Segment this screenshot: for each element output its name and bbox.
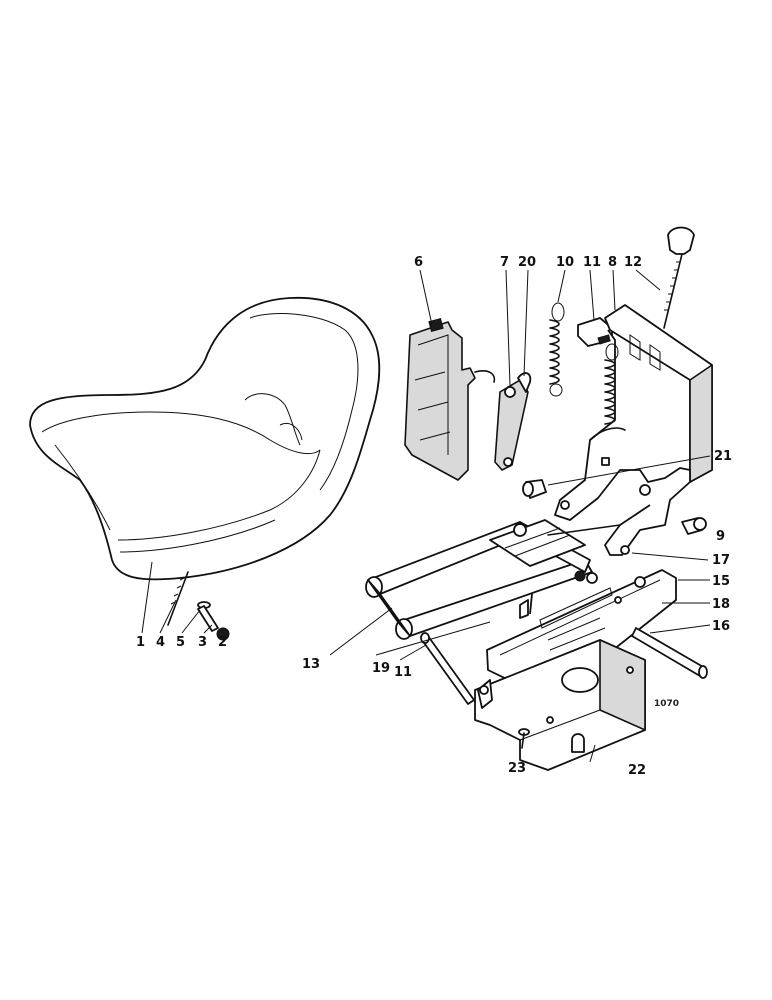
callout-5: 5 bbox=[176, 635, 185, 650]
spring-inner bbox=[604, 343, 619, 425]
callout-11-lower: 11 bbox=[394, 665, 412, 680]
screw-23 bbox=[518, 728, 530, 749]
callout-9: 9 bbox=[716, 529, 725, 544]
bolt-9 bbox=[681, 517, 707, 535]
pin-21 bbox=[522, 479, 547, 499]
callout-4: 4 bbox=[156, 635, 165, 650]
adjuster-rod-12 bbox=[663, 226, 695, 329]
callout-6: 6 bbox=[414, 255, 423, 270]
callout-12: 12 bbox=[624, 255, 642, 270]
seat-pan bbox=[29, 296, 381, 581]
knob-2 bbox=[216, 627, 230, 641]
callout-7: 7 bbox=[500, 255, 509, 270]
callout-15: 15 bbox=[712, 574, 730, 589]
leader-lines bbox=[141, 269, 711, 763]
seat-bolt-parts bbox=[167, 571, 230, 641]
stud-4 bbox=[167, 571, 189, 626]
sleeve-3 bbox=[197, 605, 219, 632]
callout-8: 8 bbox=[608, 255, 617, 270]
callout-1: 1 bbox=[136, 635, 145, 650]
bracket-8 bbox=[554, 304, 713, 556]
callout-11-upper: 11 bbox=[583, 255, 601, 270]
callout-19: 19 bbox=[372, 661, 390, 676]
rod-11 bbox=[420, 632, 475, 705]
screw-19 bbox=[529, 593, 533, 615]
callout-21: 21 bbox=[714, 449, 732, 464]
callout-23: 23 bbox=[508, 761, 526, 776]
callout-18: 18 bbox=[712, 597, 730, 612]
bracket-6 bbox=[404, 318, 496, 481]
callout-10: 10 bbox=[556, 255, 574, 270]
callout-3: 3 bbox=[198, 635, 207, 650]
base-bracket-22 bbox=[474, 639, 646, 771]
callout-22: 22 bbox=[628, 763, 646, 778]
callout-20: 20 bbox=[518, 255, 536, 270]
pin-20 bbox=[517, 372, 532, 393]
figure-code: 1070 bbox=[654, 699, 679, 709]
rod-16 bbox=[631, 627, 708, 679]
callout-16: 16 bbox=[712, 619, 730, 634]
seat-frame-13 bbox=[365, 519, 621, 640]
callout-2: 2 bbox=[218, 635, 227, 650]
spring-10 bbox=[549, 302, 565, 397]
callout-17: 17 bbox=[712, 553, 730, 568]
link-arm-7 bbox=[494, 372, 532, 471]
callout-labels: 1 4 5 3 2 6 7 20 10 11 8 12 21 9 17 15 1… bbox=[136, 255, 732, 778]
callout-13: 13 bbox=[302, 657, 320, 672]
